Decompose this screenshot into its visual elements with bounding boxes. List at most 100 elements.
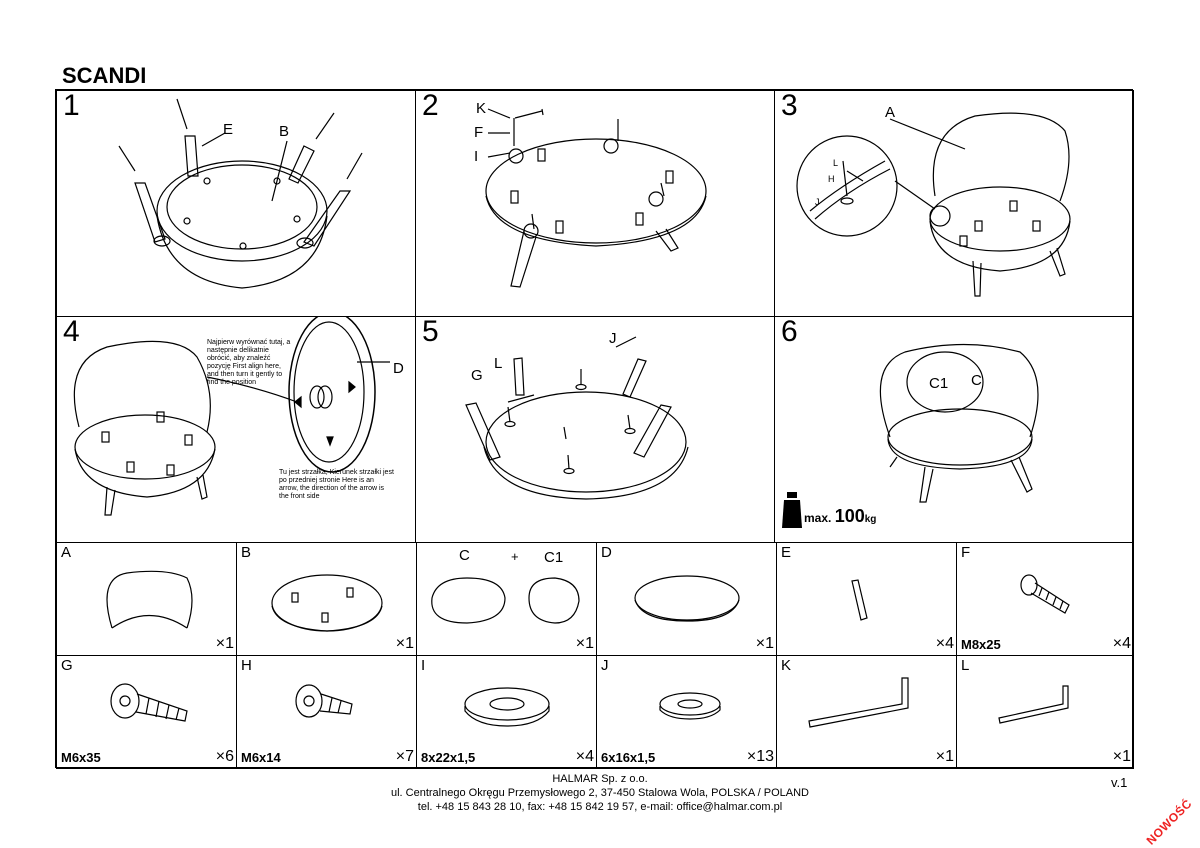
part-label-l: L — [494, 355, 503, 372]
part-i-drawing — [464, 687, 550, 727]
step-4-illustration — [73, 317, 390, 516]
weight-icon — [782, 492, 802, 528]
part-letter: K — [781, 657, 792, 674]
part-quantity: ×1 — [215, 635, 234, 652]
part-label-l: L — [833, 158, 839, 168]
part-label-c1: C1 — [929, 375, 949, 392]
part-j-cell: J 6x16x1,5 ×13 — [596, 655, 777, 769]
part-letter-c1: C1 — [544, 549, 564, 566]
part-h-cell: H M6x14 ×7 — [236, 655, 417, 769]
step-3-illustration — [796, 112, 1071, 297]
part-quantity: ×1 — [1112, 748, 1131, 765]
max-load-text: max. 100kg — [804, 506, 876, 527]
step-number: 1 — [63, 90, 80, 122]
max-load-prefix: max. — [804, 511, 832, 525]
part-label-k: K — [476, 100, 487, 117]
part-a-drawing — [106, 570, 193, 629]
part-g-drawing — [110, 683, 188, 722]
part-c-cell: C + C1 ×1 — [416, 542, 597, 656]
part-d-cell: D ×1 — [596, 542, 777, 656]
step-5-panel: 5 J G L — [415, 316, 775, 543]
max-load-value: 100 — [834, 506, 865, 526]
part-c-drawing — [431, 577, 580, 624]
step-2-illustration — [485, 108, 707, 288]
part-g-cell: G M6x35 ×6 — [56, 655, 237, 769]
part-label-h: H — [828, 174, 835, 184]
part-d-drawing — [634, 575, 740, 622]
step-6-illustration — [879, 343, 1039, 503]
part-label-g: G — [471, 367, 483, 384]
part-quantity: ×1 — [395, 635, 414, 652]
step-number: 5 — [422, 316, 439, 348]
part-letter: G — [61, 657, 73, 674]
part-f-drawing — [1020, 574, 1070, 614]
part-letter: L — [961, 657, 970, 674]
part-letter: E — [781, 544, 792, 561]
part-letter: A — [61, 544, 72, 561]
part-label-i: I — [474, 148, 479, 165]
note-align: Najpierw wyrównać tutaj, a następnie del… — [207, 339, 291, 386]
part-letter: F — [961, 544, 971, 561]
part-letter: D — [601, 544, 612, 561]
step-1-panel: 1 E B — [56, 90, 416, 317]
footer-company: HALMAR Sp. z o.o. — [552, 773, 648, 785]
document-title: SCANDI — [62, 63, 147, 88]
part-l-cell: L ×1 — [956, 655, 1134, 769]
note-arrow: Tu jest strzałka, Kierunek strzałki jest… — [279, 469, 394, 500]
part-e-drawing — [851, 579, 868, 621]
step-number: 2 — [422, 90, 439, 122]
part-quantity: ×7 — [395, 748, 414, 765]
part-quantity: ×13 — [746, 748, 774, 765]
part-spec: M6x35 — [61, 750, 101, 765]
step-1-illustration — [118, 98, 363, 289]
part-b-drawing — [271, 574, 383, 632]
part-label-b: B — [279, 123, 290, 140]
footer-contact: tel. +48 15 843 28 10, fax: +48 15 842 1… — [417, 801, 783, 813]
part-k-cell: K ×1 — [776, 655, 957, 769]
part-quantity: ×4 — [1112, 635, 1131, 652]
step-4-panel: 4 Najpierw wyrównać tutaj, a następnie d… — [56, 316, 416, 543]
instruction-frame: 1 E B 2 K F I — [55, 89, 1134, 769]
part-quantity: ×6 — [215, 748, 234, 765]
part-letter: H — [241, 657, 252, 674]
part-letter-c: C — [459, 547, 470, 564]
step-5-illustration — [465, 336, 689, 500]
part-a-cell: A ×1 — [56, 542, 237, 656]
part-letter: J — [601, 657, 609, 674]
part-spec: M6x14 — [241, 750, 281, 765]
part-spec: 6x16x1,5 — [601, 750, 656, 765]
part-label-c: C — [971, 372, 982, 389]
part-quantity: ×4 — [935, 635, 954, 652]
part-label-j: J — [609, 330, 617, 347]
max-load-unit: kg — [864, 514, 877, 525]
part-b-cell: B ×1 — [236, 542, 417, 656]
part-f-cell: F M8x25 ×4 — [956, 542, 1134, 656]
step-2-panel: 2 K F I — [415, 90, 775, 317]
plus-sign: + — [511, 549, 519, 564]
step-number: 4 — [63, 316, 80, 348]
part-letter: B — [241, 544, 252, 561]
step-3-panel: 3 A L H J — [774, 90, 1134, 317]
part-spec: 8x22x1,5 — [421, 750, 476, 765]
part-label-d: D — [393, 360, 404, 377]
part-label-f: F — [474, 124, 484, 141]
part-i-cell: I 8x22x1,5 ×4 — [416, 655, 597, 769]
step-number: 6 — [781, 316, 798, 348]
part-j-drawing — [659, 692, 721, 720]
part-quantity: ×4 — [575, 748, 594, 765]
part-quantity: ×1 — [575, 635, 594, 652]
part-label-a: A — [885, 104, 896, 121]
step-number: 3 — [781, 90, 798, 122]
part-label-j: J — [815, 197, 820, 207]
part-letter: I — [421, 657, 426, 674]
part-e-cell: E ×4 — [776, 542, 957, 656]
part-k-drawing — [808, 677, 909, 728]
part-h-drawing — [295, 684, 353, 718]
footer-address: ul. Centralnego Okręgu Przemysłowego 2, … — [390, 787, 809, 799]
part-quantity: ×1 — [755, 635, 774, 652]
version-label: v.1 — [1111, 775, 1128, 790]
part-spec: M8x25 — [961, 637, 1001, 652]
part-label-e: E — [223, 121, 234, 138]
part-quantity: ×1 — [935, 748, 954, 765]
part-l-drawing — [998, 685, 1069, 724]
